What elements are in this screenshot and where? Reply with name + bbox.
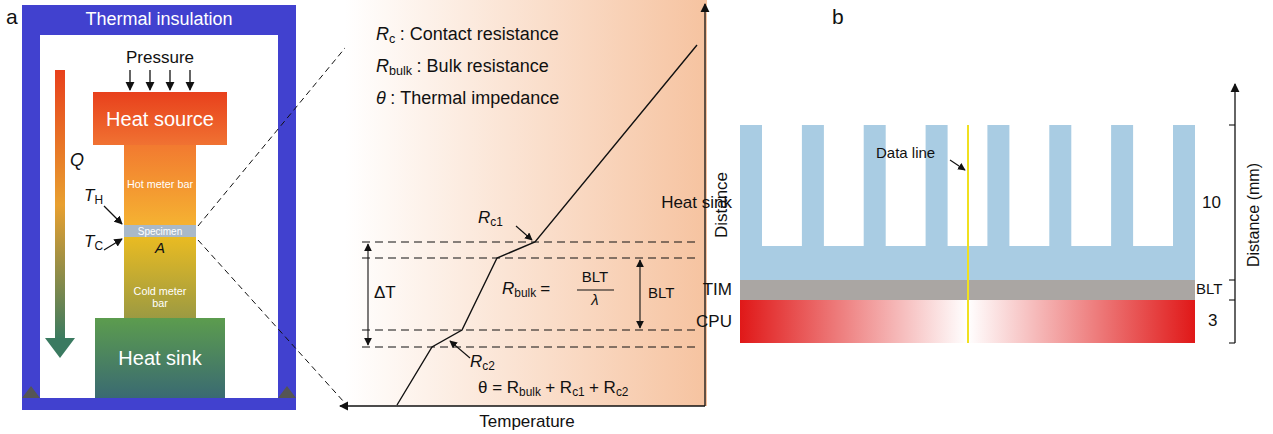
label-text: Q [70, 150, 84, 170]
dimension-label: 10 [1202, 193, 1221, 213]
resistance-label: Rc1 [478, 208, 503, 229]
subscript: C [94, 239, 103, 253]
definition-text: Rbulk : Bulk resistance [376, 56, 549, 79]
axis-label: Distance [712, 172, 732, 238]
label-text: Temperature [479, 412, 574, 431]
subscript: c1 [490, 215, 503, 229]
label-text: a [6, 5, 18, 28]
axis-label: Distance (mm) [1244, 163, 1263, 267]
resistance-label: Rc2 [470, 352, 495, 373]
temperature-label: TC [84, 232, 103, 253]
impedance-formula: θ = Rbulk+ Rc1+ Rc2 [478, 378, 628, 399]
node-label: Heat source [103, 108, 217, 130]
node-label: Heat sink [115, 347, 204, 369]
label-text: T [84, 232, 94, 251]
fraction-numerator: BLT [582, 268, 608, 286]
label-text: b [832, 5, 844, 28]
label-text: θ = R [478, 378, 519, 397]
insulation-frame [22, 5, 296, 410]
label-text: 3 [1208, 311, 1217, 330]
node-label: TIM [703, 281, 732, 300]
node-label: CPU [696, 312, 732, 331]
label-text: 10 [1202, 193, 1221, 212]
axis-label: Temperature [479, 412, 574, 432]
heat-sink-fin [864, 125, 886, 250]
label-text: Distance [712, 172, 731, 238]
tim-layer: TIM [740, 280, 1195, 300]
label-text: + R [589, 378, 616, 397]
subscript: H [94, 193, 103, 207]
label-text: = [540, 279, 550, 298]
heat-sink-fin [740, 125, 762, 250]
cpu-layer: CPU [740, 300, 1195, 343]
dimension-label: 3 [1208, 311, 1217, 331]
delta-t-label: ΔT [374, 283, 396, 303]
subscript: bulk [514, 286, 536, 300]
label-text: Distance (mm) [1245, 163, 1262, 267]
heat-sink-fin [987, 125, 1009, 250]
label-text: A [155, 239, 165, 256]
heat-sink-fin [926, 125, 948, 250]
heat-sink-fin [1049, 125, 1071, 250]
heat-flow-arrow [45, 70, 75, 358]
heat-flow-label: Q [70, 150, 84, 172]
bulk-formula: Rbulk = [502, 279, 550, 300]
label-text: : Contact resistance [400, 24, 559, 44]
callout-label: Data line [876, 144, 935, 162]
subscript: bulk [519, 385, 541, 399]
label-text: R [478, 208, 490, 227]
label-text: θ [376, 88, 386, 108]
label-text: : Bulk resistance [417, 56, 549, 76]
dimension-label: BLT [1196, 280, 1222, 298]
heat-sink-fin [802, 125, 824, 250]
label-text: λ [591, 291, 598, 308]
pressure-label: Pressure [126, 48, 194, 68]
panel-letter: a [6, 4, 18, 29]
temperature-label: TH [84, 186, 103, 207]
subscript: c2 [482, 359, 495, 373]
area-label: A [155, 239, 165, 257]
pressure-arrows [130, 70, 190, 90]
heat-sink-region: Heat sink [740, 125, 1195, 280]
label-text: : Thermal impedance [390, 88, 559, 108]
heat-source-block: Heat source [93, 92, 227, 145]
label-text: R [376, 56, 389, 76]
hot-meter-bar: Hot meter bar [124, 145, 196, 225]
subscript: bulk [389, 64, 412, 78]
label-text: BLT [582, 268, 608, 285]
label-text: BLT [648, 284, 674, 301]
node-label: Specimen [135, 226, 185, 237]
heat-sink-fin [1111, 125, 1133, 250]
panel-letter: b [832, 4, 844, 29]
heat-sink-fin [1173, 125, 1195, 250]
subscript: c2 [616, 385, 629, 399]
subscript: c [389, 32, 395, 46]
definition-text: Rc : Contact resistance [376, 24, 559, 47]
heat-sink-block: Heat sink [95, 318, 225, 398]
label-text: Data line [876, 144, 935, 161]
definition-text: θ: Thermal impedance [376, 88, 559, 110]
specimen-layer: Specimen [124, 225, 196, 237]
label-text: T [84, 186, 94, 205]
temperature-profile-chart [340, 0, 707, 406]
label-text: R [470, 352, 482, 371]
subscript: c1 [572, 385, 585, 399]
label-text: R [376, 24, 389, 44]
label-text: ΔT [374, 283, 396, 302]
label-text: R [502, 279, 514, 298]
cpu-stack [740, 84, 1235, 343]
label-text: BLT [1196, 280, 1222, 297]
label-text: Pressure [126, 48, 194, 67]
label-text: + R [545, 378, 572, 397]
node-label: Thermal insulation [82, 10, 235, 30]
node-label: Hot meter bar [124, 179, 196, 191]
fraction-denominator: λ [591, 291, 598, 309]
node-label: Cold meter bar [124, 286, 196, 310]
dimension-label: BLT [648, 284, 674, 302]
